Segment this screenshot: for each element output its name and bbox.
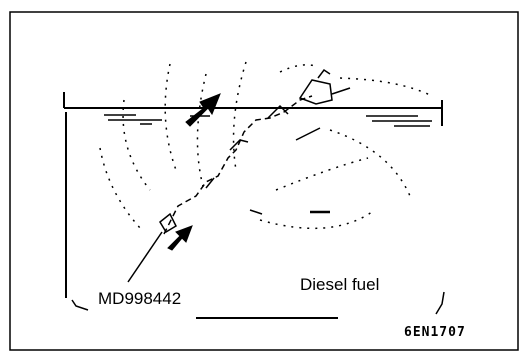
fuel-tank-outline — [63, 92, 445, 319]
fluid-label: Diesel fuel — [300, 275, 379, 294]
insert-arrow-lower — [167, 225, 193, 251]
insert-arrow-upper — [185, 93, 221, 127]
tool-leader-line — [127, 231, 163, 283]
motion-arcs — [99, 61, 433, 230]
direction-arrows — [167, 93, 221, 251]
tool-label: MD998442 — [98, 289, 181, 308]
figure-code: 6EN1707 — [404, 325, 466, 340]
fuel-level-lines — [104, 114, 432, 127]
figure-frame — [9, 11, 519, 351]
tool-hose — [159, 68, 351, 235]
